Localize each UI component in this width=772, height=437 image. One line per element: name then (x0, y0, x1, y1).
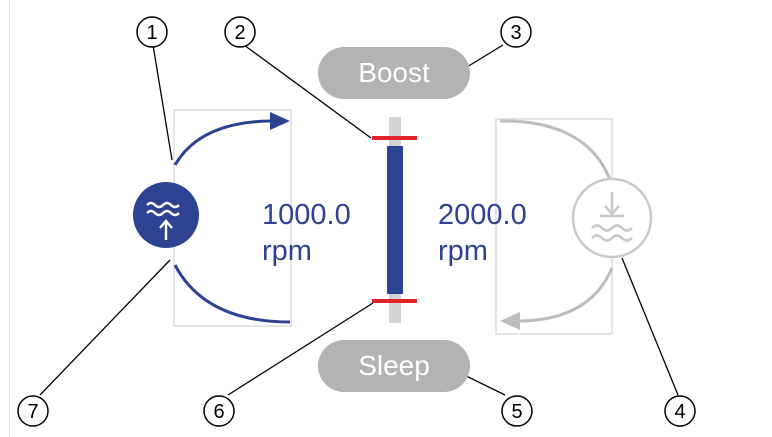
left-speed-value: 1000.0 (262, 199, 351, 231)
svg-text:7: 7 (27, 401, 38, 423)
upper-limit-handle[interactable] (372, 136, 417, 140)
left-decrease-arc (173, 264, 291, 324)
svg-text:2: 2 (234, 22, 245, 44)
pump-down-water-icon[interactable] (571, 177, 653, 259)
callout-7: 7 (17, 395, 49, 427)
boost-button[interactable]: Boost (318, 47, 470, 99)
left-speed-unit: rpm (262, 235, 312, 267)
callout-2: 2 (224, 16, 256, 48)
left-increase-arc (173, 119, 271, 166)
sleep-button[interactable]: Sleep (318, 340, 470, 392)
callout-leaders (39, 44, 679, 396)
right-speed-readout: 2000.0 rpm (438, 197, 527, 269)
svg-text:5: 5 (511, 401, 522, 423)
callout-1: 1 (136, 16, 168, 48)
left-increase-arrowhead[interactable] (270, 112, 290, 130)
svg-text:6: 6 (213, 401, 224, 423)
callout-3: 3 (500, 16, 532, 48)
callout-4: 4 (664, 395, 696, 427)
right-upper-arc (499, 119, 614, 186)
right-speed-value: 2000.0 (438, 199, 527, 231)
svg-text:3: 3 (510, 22, 521, 44)
slider-active-range[interactable] (387, 146, 403, 294)
lower-limit-handle[interactable] (372, 299, 417, 303)
svg-text:4: 4 (674, 401, 685, 423)
callout-6: 6 (203, 395, 235, 427)
pump-up-water-icon[interactable] (133, 182, 199, 248)
right-speed-unit: rpm (438, 235, 488, 267)
right-decrease-arc (519, 267, 614, 323)
speed-range-slider[interactable] (372, 117, 417, 323)
svg-text:1: 1 (146, 22, 157, 44)
right-decrease-arrowhead[interactable] (500, 312, 520, 330)
callout-5: 5 (501, 395, 533, 427)
frame-left-edge (9, 0, 10, 437)
left-speed-readout: 1000.0 rpm (262, 197, 351, 269)
